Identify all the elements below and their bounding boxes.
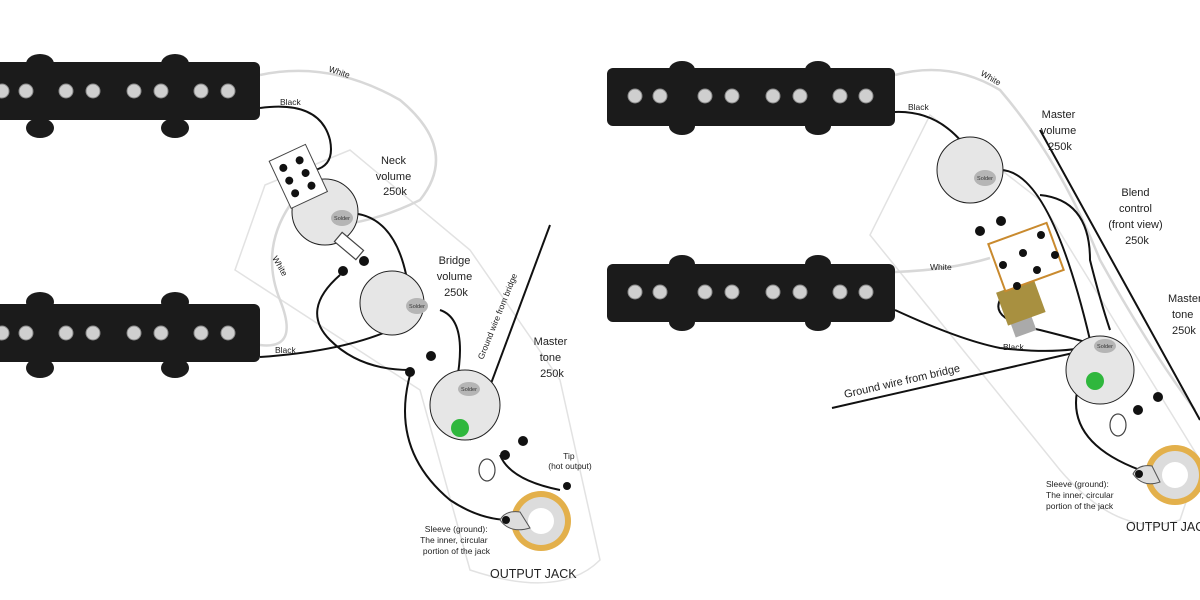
- output-jack: [499, 482, 571, 551]
- label-output-jack: OUTPUT JACK: [1126, 520, 1200, 534]
- pole-pieces: [0, 83, 236, 99]
- label-white-top: White: [327, 64, 351, 80]
- neck-pickup: [0, 54, 260, 138]
- label-black-bottom: Black: [275, 345, 297, 355]
- right-wiring-diagram: Solder Solder White Black White: [607, 61, 1200, 534]
- solder-label: Solder: [1097, 344, 1113, 350]
- wire-loop-2: [1039, 194, 1111, 331]
- white-wire-neck: [259, 69, 438, 227]
- neck-pickup: [607, 61, 895, 135]
- bridge-pickup: [0, 292, 260, 378]
- wire-loop-2: [316, 274, 411, 371]
- label-bridge-volume: Bridge volume 250k: [437, 255, 476, 299]
- white-wire-neck: [894, 68, 1197, 411]
- pole-pieces: [627, 284, 874, 300]
- master-volume-pot: Solder: [936, 136, 1006, 236]
- wire-loop-3: [404, 374, 511, 521]
- tone-capacitor: [451, 419, 469, 437]
- blend-control-pot: [987, 221, 1065, 338]
- bridge-pickup: [607, 255, 895, 331]
- label-white-mid: White: [930, 262, 952, 272]
- neck-volume-pot: Solder: [268, 143, 369, 276]
- tone-capacitor: [1086, 372, 1104, 390]
- solder-label: Solder: [977, 176, 993, 182]
- label-ground-wire: Ground wire from bridge: [476, 272, 520, 361]
- control-plate-outline: [869, 113, 1200, 526]
- label-black-top: Black: [908, 102, 930, 112]
- left-wiring-diagram: Solder Solder Solder: [0, 54, 601, 584]
- white-wire-bridge: [259, 204, 292, 347]
- label-sleeve: Sleeve (ground): The inner, circular por…: [420, 524, 491, 556]
- white-wire-bridge: [894, 256, 991, 274]
- label-neck-volume: Neck volume 250k: [376, 155, 415, 198]
- solder-label: Solder: [461, 387, 477, 393]
- black-wire-bridge: [894, 309, 1096, 352]
- black-wire-neck: [259, 105, 332, 171]
- ground-wire: [831, 347, 1096, 409]
- output-jack: [1132, 445, 1200, 505]
- label-master-tone: Master tone 250k: [1168, 293, 1200, 337]
- label-master-volume: Master volume 250k: [1041, 109, 1080, 153]
- label-black-top: Black: [280, 97, 302, 107]
- wire-loop-1: [999, 169, 1091, 341]
- control-plate-outline: [234, 149, 601, 584]
- wire-tip: [499, 454, 561, 491]
- label-output-jack: OUTPUT JACK: [490, 567, 577, 581]
- solder-label: Solder: [409, 304, 425, 310]
- push-pull-switch: [268, 143, 329, 210]
- bridge-volume-pot: Solder: [359, 270, 436, 377]
- label-master-tone: Master tone 250k: [534, 336, 571, 380]
- solder-label: Solder: [334, 216, 350, 222]
- master-tone-pot: Solder: [1065, 335, 1163, 437]
- label-black-bottom: Black: [1003, 342, 1025, 352]
- label-sleeve: Sleeve (ground): The inner, circular por…: [1046, 479, 1116, 511]
- pole-pieces: [0, 325, 236, 341]
- label-tip: Tip (hot output): [548, 451, 592, 471]
- label-blend-control: Blend control (front view) 250k: [1108, 187, 1165, 247]
- master-tone-pot: Solder: [429, 369, 528, 482]
- wire-loop-5: [1039, 129, 1200, 421]
- pole-pieces: [627, 88, 874, 104]
